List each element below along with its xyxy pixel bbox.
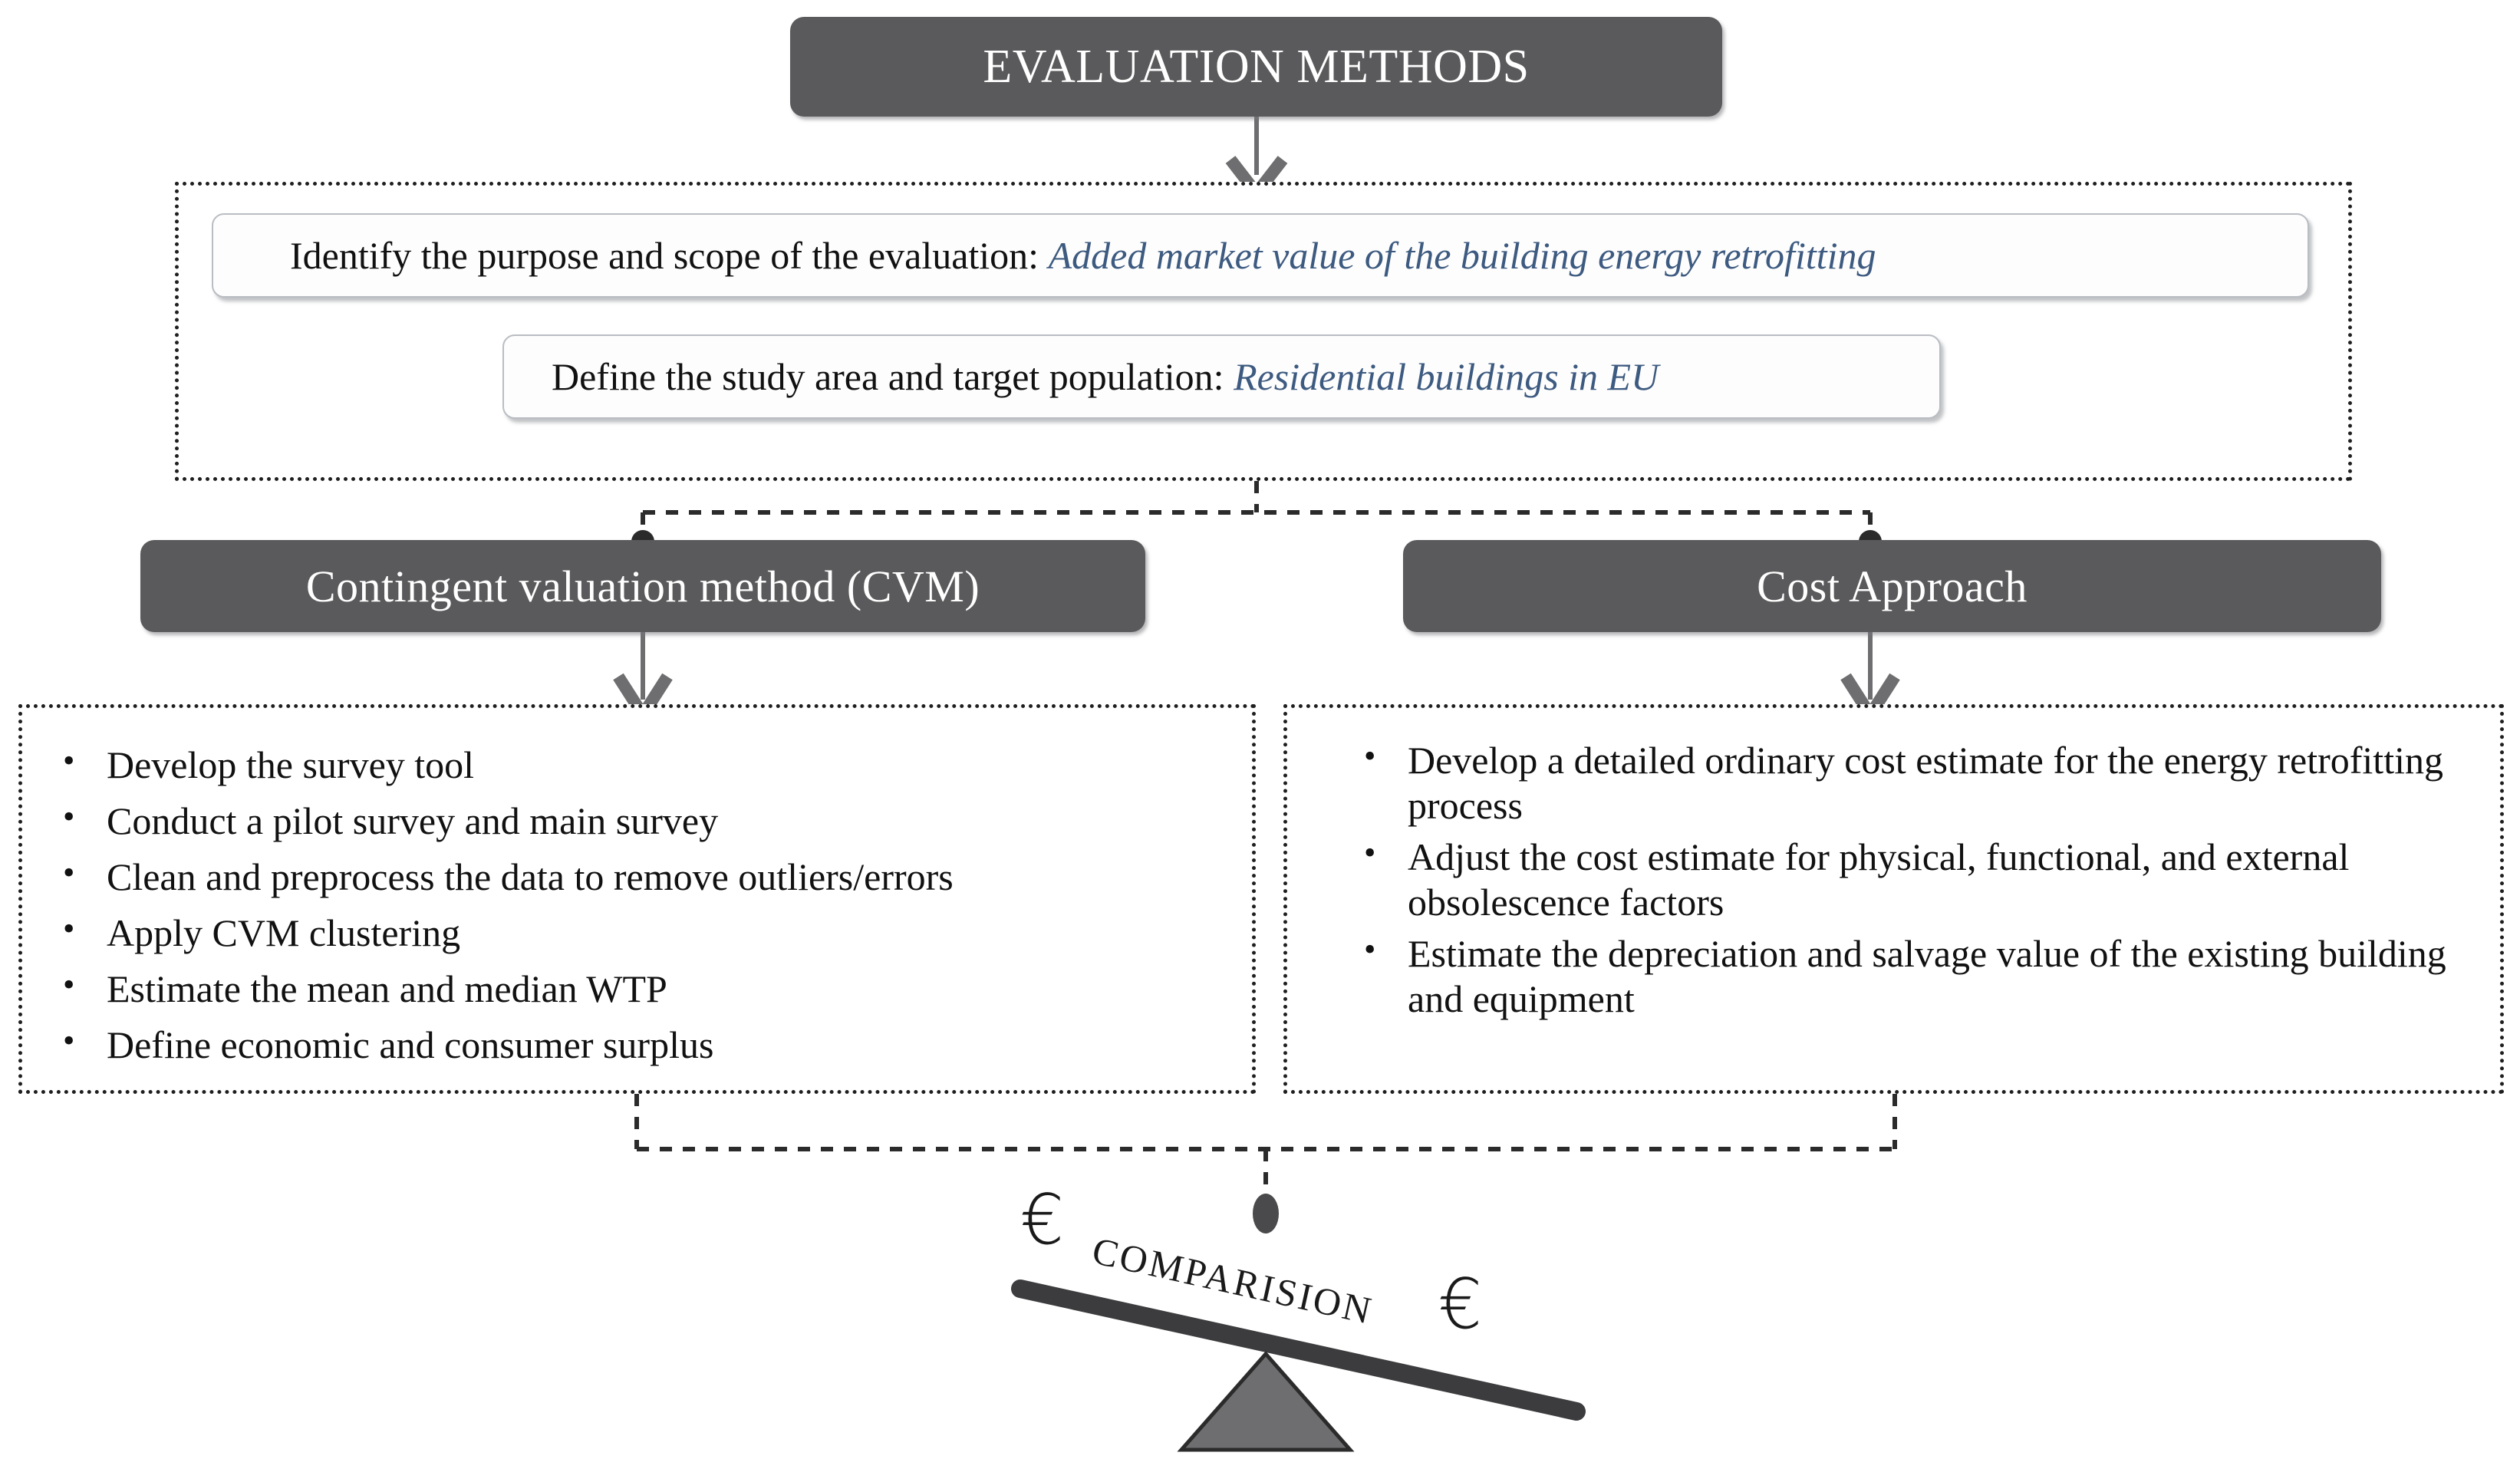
purpose-line: Identify the purpose and scope of the ev… [290,233,1876,278]
evaluation-methods-title-box: EVALUATION METHODS [790,17,1722,117]
connector-cvm-to-list [613,632,673,726]
purpose-value: Added market value of the building energ… [1048,234,1876,277]
method-box-cvm: Contingent valuation method (CVM) [140,540,1145,632]
list-item: Estimate the depreciation and salvage va… [1350,930,2470,1022]
list-item: Define economic and consumer surplus [49,1021,1230,1068]
list-item: Clean and preprocess the data to remove … [49,853,1230,900]
method-box-cost-approach: Cost Approach [1403,540,2381,632]
study-area-line: Define the study area and target populat… [552,354,1659,399]
page-title: EVALUATION METHODS [983,40,1530,93]
list-item: Develop the survey tool [49,741,1230,788]
method-title-cost-approach: Cost Approach [1757,561,2028,611]
cvm-steps-list: Develop the survey tool Conduct a pilot … [49,741,1230,1079]
list-item: Adjust the cost estimate for physical, f… [1350,833,2470,925]
list-item: Conduct a pilot survey and main survey [49,797,1230,844]
comparison-label: COMPARISION [1088,1228,1378,1333]
comparison-scale: € € COMPARISION [955,1174,1569,1459]
study-area-label: Define the study area and target populat… [552,355,1224,398]
euro-symbol-right-icon: € [1438,1264,1483,1345]
study-area-value: Residential buildings in EU [1234,355,1659,398]
euro-symbol-left-icon: € [1020,1180,1065,1260]
list-item: Develop a detailed ordinary cost estimat… [1350,736,2470,828]
cost-approach-steps-list: Develop a detailed ordinary cost estimat… [1350,736,2470,1028]
list-item: Estimate the mean and median WTP [49,965,1230,1012]
purpose-label: Identify the purpose and scope of the ev… [290,234,1039,277]
list-item: Apply CVM clustering [49,909,1230,956]
connector-cost-to-list [1840,632,1900,726]
study-area-box: Define the study area and target populat… [502,334,1941,419]
method-title-cvm: Contingent valuation method (CVM) [305,561,980,611]
purpose-and-scope-box: Identify the purpose and scope of the ev… [212,213,2309,298]
